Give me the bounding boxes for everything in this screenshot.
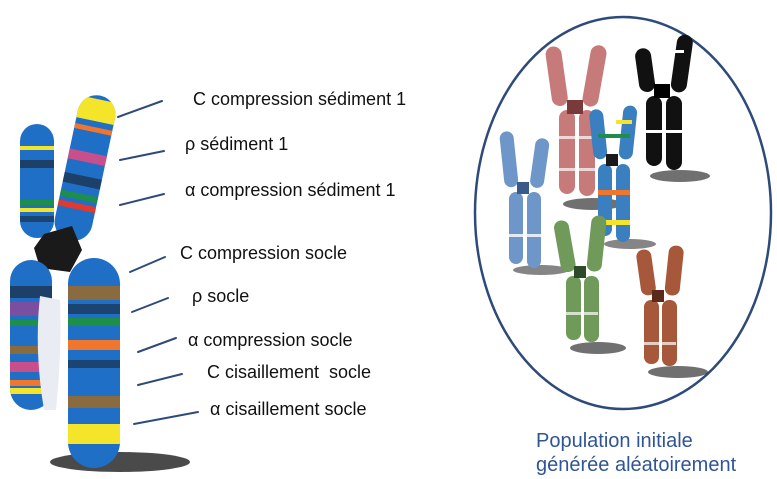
population-chromosome xyxy=(636,245,708,378)
leader-line xyxy=(131,297,169,313)
leader-line xyxy=(137,373,183,386)
gene-label-c-cisaillement-socle: C cisaillement socle xyxy=(207,362,372,382)
population-chromosome xyxy=(499,131,569,275)
population-caption-line2: générée aléatoirement xyxy=(536,454,737,476)
main-chromosome xyxy=(10,91,120,468)
leader-line xyxy=(129,256,166,273)
gene-label-rho-socle: ρ socle xyxy=(192,286,250,306)
centromere xyxy=(34,226,82,272)
leader-line xyxy=(133,411,199,425)
chromatid-gap xyxy=(37,296,61,410)
gene-label-c-compression-sediment: C compression sédiment 1 xyxy=(193,89,407,109)
gene-label-alpha-cisaillement-socle: α cisaillement socle xyxy=(210,399,367,419)
population-chromosome xyxy=(554,215,626,354)
population-chromosome xyxy=(635,34,710,182)
leader-lines xyxy=(117,100,199,425)
population-ellipse xyxy=(473,15,773,411)
population-chromosomes xyxy=(499,34,710,378)
leader-line xyxy=(119,150,165,161)
population-chromosome xyxy=(589,105,656,249)
gene-label-alpha-compression-sediment: α compression sédiment 1 xyxy=(185,180,396,200)
gene-label-c-compression-socle: C compression socle xyxy=(180,243,348,263)
leader-line xyxy=(137,337,177,353)
chromosome-shadow xyxy=(50,452,190,472)
gene-label-alpha-compression-socle: α compression socle xyxy=(188,330,353,350)
gene-label-rho-sediment: ρ sédiment 1 xyxy=(185,134,289,154)
population-caption-line1: Population initiale xyxy=(536,430,693,452)
leader-line xyxy=(117,100,163,118)
leader-line xyxy=(119,193,165,206)
